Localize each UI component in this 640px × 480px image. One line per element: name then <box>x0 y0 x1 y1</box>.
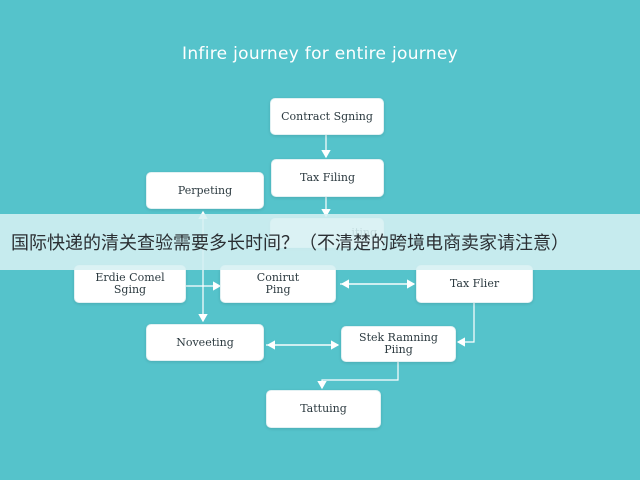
node-stek-ramning: Stek Ramning Piing <box>341 326 456 362</box>
node-tax-flier: Tax Flier <box>416 265 533 303</box>
node-perpeting: Perpeting <box>146 172 264 209</box>
connector-taxflier-to-stek <box>456 303 475 347</box>
node-conirut-ping: Conirut Ping <box>220 265 336 303</box>
node-erdie-comel: Erdie Comel Sging <box>74 265 186 303</box>
node-tax-filing: Tax Filing <box>271 159 384 197</box>
diagram-title: Infire journey for entire journey <box>182 44 458 64</box>
node-contract-signing: Contract Sgning <box>270 98 384 135</box>
connector-stek-to-tattuing <box>317 362 399 390</box>
overlay-banner-text: 国际快递的清关查验需要多长时间？（不清楚的跨境电商卖家请注意） <box>11 233 569 254</box>
node-noveeting: Noveeting <box>146 324 264 361</box>
node-tattuing: Tattuing <box>266 390 381 428</box>
overlay-banner: 国际快递的清关查验需要多长时间？（不清楚的跨境电商卖家请注意） <box>0 214 640 270</box>
